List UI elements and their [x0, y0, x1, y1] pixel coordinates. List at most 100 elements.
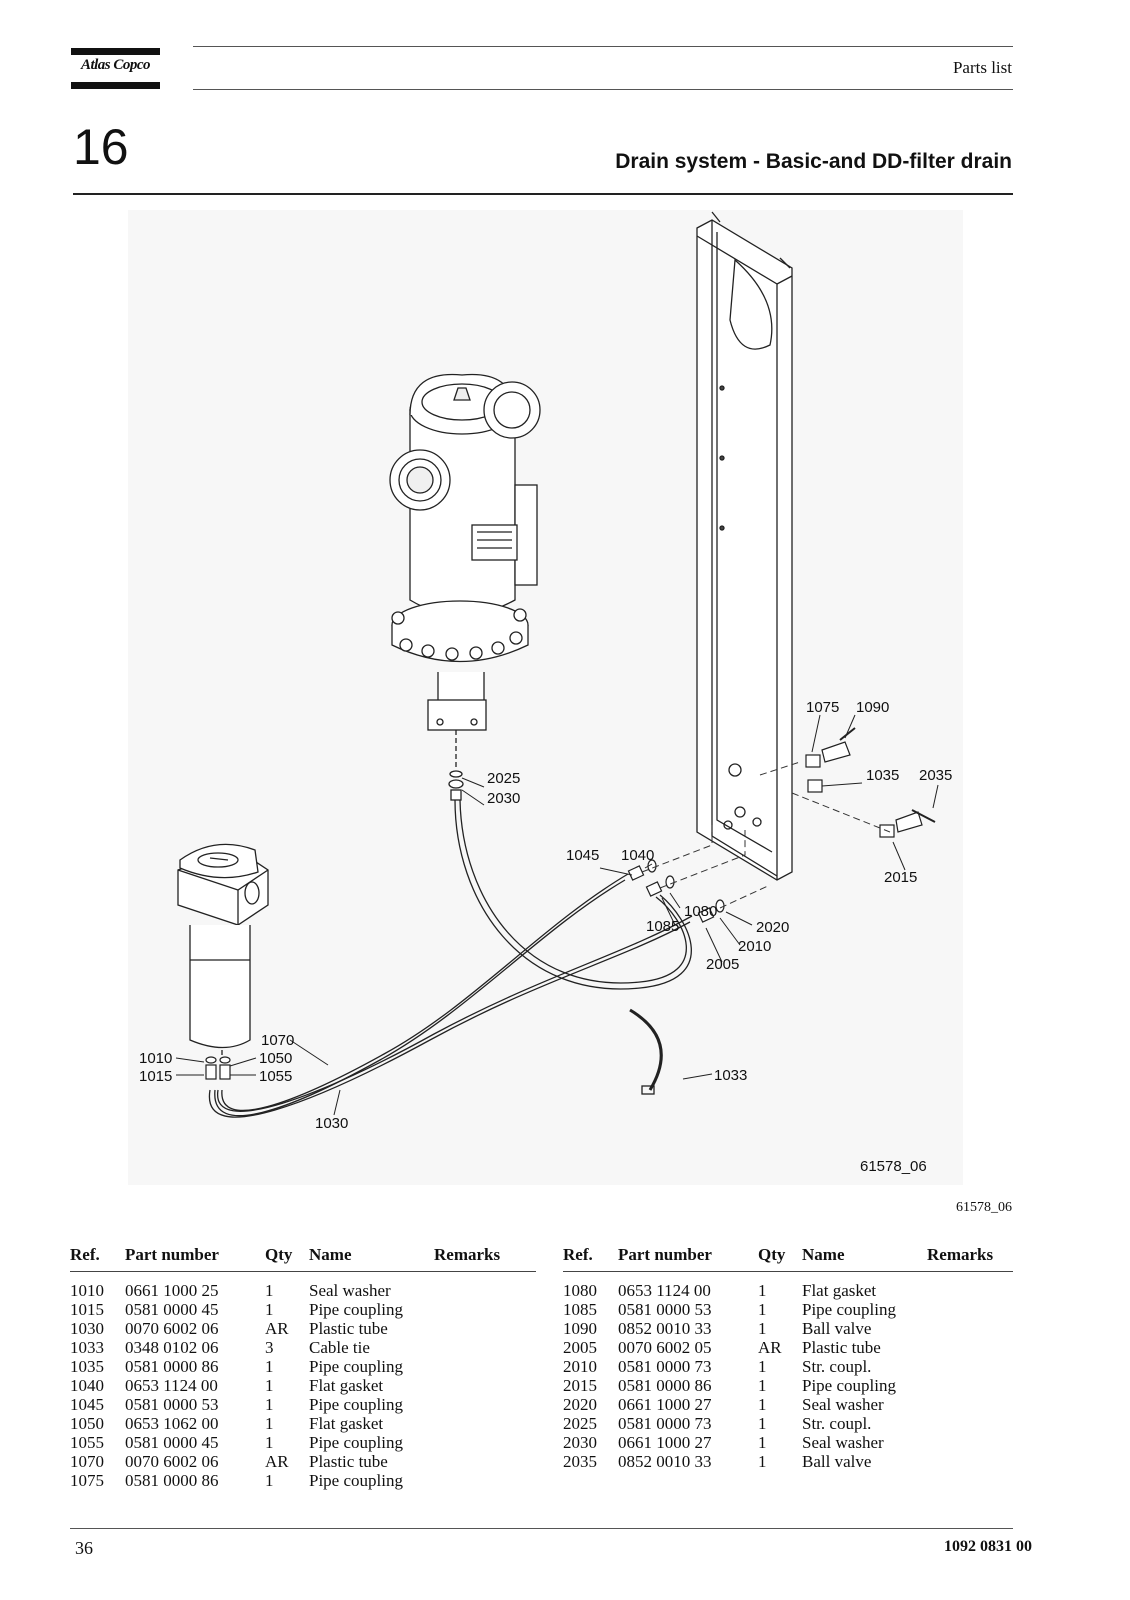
qty-cell: 1 — [758, 1414, 767, 1433]
callout-1075: 1075 — [806, 699, 839, 716]
name-cell: Flat gasket — [309, 1376, 384, 1395]
part-number-cell: 0581 0000 73 — [618, 1357, 712, 1376]
figure-caption-code: 61578_06 — [956, 1200, 1012, 1215]
ref-cell: 1050 — [70, 1414, 104, 1433]
drawing-background — [128, 210, 963, 1185]
part-number-cell: 0581 0000 86 — [618, 1376, 712, 1395]
remarks-cell — [927, 1395, 1017, 1414]
callout-1090: 1090 — [856, 699, 889, 716]
page-number: 36 — [75, 1538, 93, 1558]
callout-2025: 2025 — [487, 770, 520, 787]
ref-cell: 1075 — [70, 1471, 104, 1490]
qty-cell: 1 — [265, 1395, 274, 1414]
name-cell: Pipe coupling — [309, 1357, 403, 1376]
page-title: Drain system - Basic-and DD-filter drain — [615, 150, 1012, 173]
remarks-cell — [927, 1357, 1017, 1376]
part-number-cell: 0661 1000 27 — [618, 1433, 712, 1452]
remarks-cell — [434, 1281, 524, 1300]
remarks-cell — [434, 1414, 524, 1433]
ref-cell: 1033 — [70, 1338, 104, 1357]
callout-2015: 2015 — [884, 869, 917, 886]
remarks-cell — [434, 1452, 524, 1471]
part-number-cell: 0581 0000 45 — [125, 1300, 219, 1319]
qty-cell: 1 — [758, 1281, 767, 1300]
logo-bottom-bar — [71, 82, 160, 89]
header-top-rule — [193, 46, 1013, 47]
callout-1080: 1080 — [684, 903, 717, 920]
qty-cell: 1 — [265, 1433, 274, 1452]
part-number-cell: 0581 0000 45 — [125, 1433, 219, 1452]
qty-cell: 1 — [758, 1357, 767, 1376]
small-filter — [177, 843, 269, 1080]
chapter-number: 16 — [73, 119, 129, 175]
qty-cell: 1 — [758, 1452, 767, 1471]
callout-2005: 2005 — [706, 956, 739, 973]
callout-1050: 1050 — [259, 1050, 292, 1067]
document-number: 1092 0831 00 — [944, 1538, 1032, 1555]
part-number-cell: 0653 1062 00 — [125, 1414, 219, 1433]
remarks-cell — [434, 1471, 524, 1490]
part-number-cell: 0852 0010 33 — [618, 1452, 712, 1471]
part-number-cell: 0070 6002 05 — [618, 1338, 712, 1357]
title-rule — [73, 193, 1013, 195]
qty-cell: 1 — [265, 1471, 274, 1490]
name-cell: Pipe coupling — [309, 1395, 403, 1414]
name-cell: Str. coupl. — [802, 1357, 872, 1376]
qty-cell: AR — [758, 1338, 782, 1357]
part-number-cell: 0653 1124 00 — [618, 1281, 711, 1300]
name-cell: Pipe coupling — [309, 1471, 403, 1490]
ref-cell: 2025 — [563, 1414, 597, 1433]
qty-cell: 1 — [758, 1395, 767, 1414]
remarks-cell — [434, 1395, 524, 1414]
qty-cell: 1 — [265, 1376, 274, 1395]
column-header-remarks: Remarks — [434, 1245, 501, 1264]
callout-labels: 1075 1090 1035 2035 2015 2025 2030 1045 … — [139, 699, 952, 1175]
ref-cell: 1085 — [563, 1300, 597, 1319]
column-header-name: Name — [802, 1245, 845, 1264]
table-header-row: Ref. Part number Qty Name Remarks — [70, 1245, 524, 1269]
ref-cell: 1080 — [563, 1281, 597, 1300]
filter-housing — [389, 373, 541, 801]
callout-1033: 1033 — [714, 1067, 747, 1084]
qty-cell: 1 — [758, 1433, 767, 1452]
part-number-cell: 0581 0000 86 — [125, 1471, 219, 1490]
ref-cell: 1090 — [563, 1319, 597, 1338]
remarks-cell — [927, 1376, 1017, 1395]
ref-cell: 2020 — [563, 1395, 597, 1414]
remarks-cell — [434, 1319, 524, 1338]
name-cell: Plastic tube — [309, 1319, 388, 1338]
remarks-cell — [434, 1433, 524, 1452]
remarks-cell — [927, 1281, 1017, 1300]
logo-top-bar — [71, 48, 160, 55]
callout-1015: 1015 — [139, 1068, 172, 1085]
assembly-lines — [641, 761, 891, 909]
remarks-cell — [927, 1433, 1017, 1452]
qty-cell: 1 — [758, 1300, 767, 1319]
ref-cell: 1070 — [70, 1452, 104, 1471]
name-cell: Seal washer — [309, 1281, 391, 1300]
name-cell: Seal washer — [802, 1433, 884, 1452]
footer-rule — [70, 1528, 1013, 1529]
callout-1045: 1045 — [566, 847, 599, 864]
qty-cell: 1 — [265, 1414, 274, 1433]
column-header-qty: Qty — [758, 1245, 786, 1264]
name-cell: Pipe coupling — [309, 1300, 403, 1319]
name-cell: Pipe coupling — [309, 1433, 403, 1452]
part-number-cell: 0661 1000 25 — [125, 1281, 219, 1300]
part-number-cell: 0581 0000 86 — [125, 1357, 219, 1376]
part-number-cell: 0348 0102 06 — [125, 1338, 219, 1357]
table-right-header-rule — [563, 1271, 1013, 1272]
frame-channel — [696, 211, 793, 881]
